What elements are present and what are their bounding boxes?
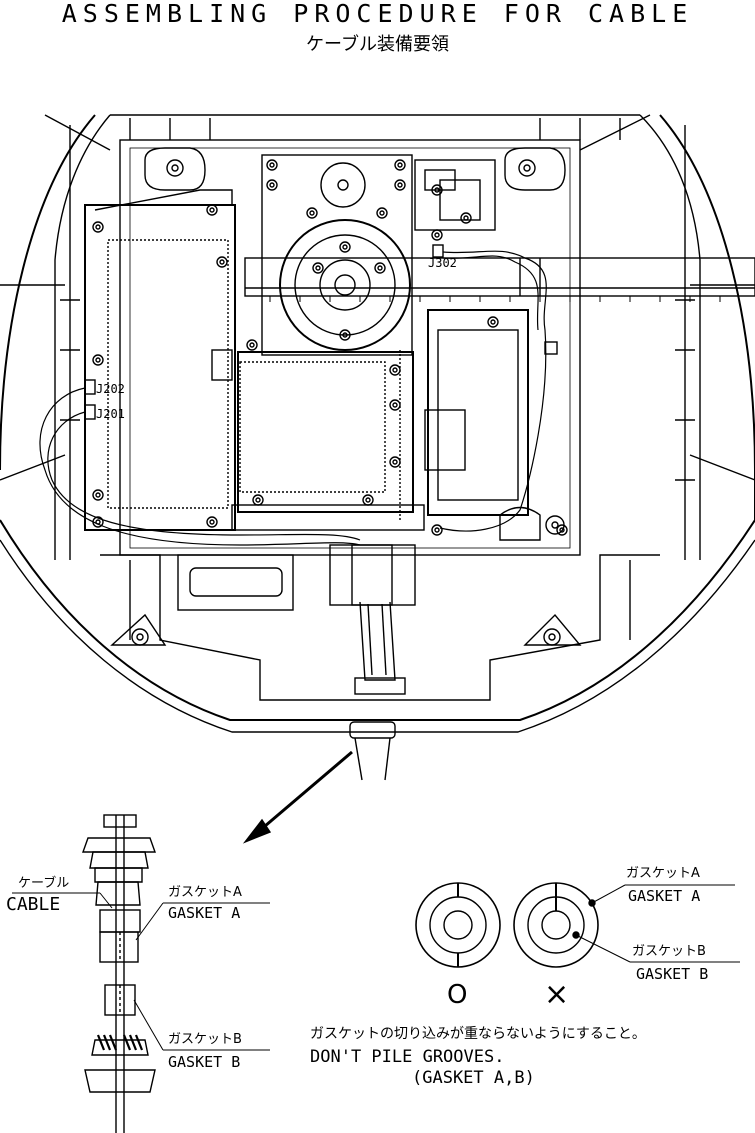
motor-assembly	[262, 155, 412, 355]
center-pcb	[232, 350, 424, 530]
mount-feet	[112, 615, 580, 645]
note-jp: ガスケットの切り込みが重ならないようにすること。	[310, 1026, 646, 1042]
right-bracket	[415, 160, 564, 540]
gasket-a-jp: ガスケットA	[626, 866, 700, 882]
housing-outline	[0, 115, 755, 732]
gasket-b-en: GASKET B	[636, 965, 708, 983]
connector-label-j302: J302	[428, 254, 457, 272]
note-en-line2: (GASKET A,B)	[412, 1069, 535, 1087]
cable-gland	[178, 545, 415, 780]
note-en-line1: DON'T PILE GROOVES.	[310, 1048, 504, 1066]
gasket-b-jp: ガスケットB	[632, 944, 706, 960]
wire-harness	[40, 251, 546, 545]
ng-mark: ×	[544, 980, 569, 1010]
connector-label-j202: J202	[96, 380, 125, 398]
gasket-ng-diagram	[514, 883, 740, 967]
detail-gasket-b-jp: ガスケットB	[168, 1032, 242, 1048]
main-panel	[120, 140, 580, 555]
cable-label-en: CABLE	[6, 896, 60, 914]
left-pcb	[85, 190, 235, 530]
detail-arrow	[245, 752, 352, 842]
detail-gasket-b-en: GASKET B	[168, 1053, 240, 1071]
detail-gasket-a-en: GASKET A	[168, 904, 240, 922]
cable-detail	[12, 815, 270, 1133]
detail-gasket-a-jp: ガスケットA	[168, 885, 242, 901]
ok-mark: O	[447, 980, 467, 1010]
gasket-a-en: GASKET A	[628, 887, 700, 905]
gasket-ok-diagram	[416, 883, 500, 967]
cable-label-jp: ケーブル	[18, 876, 69, 892]
connector-label-j201: J201	[96, 405, 125, 423]
